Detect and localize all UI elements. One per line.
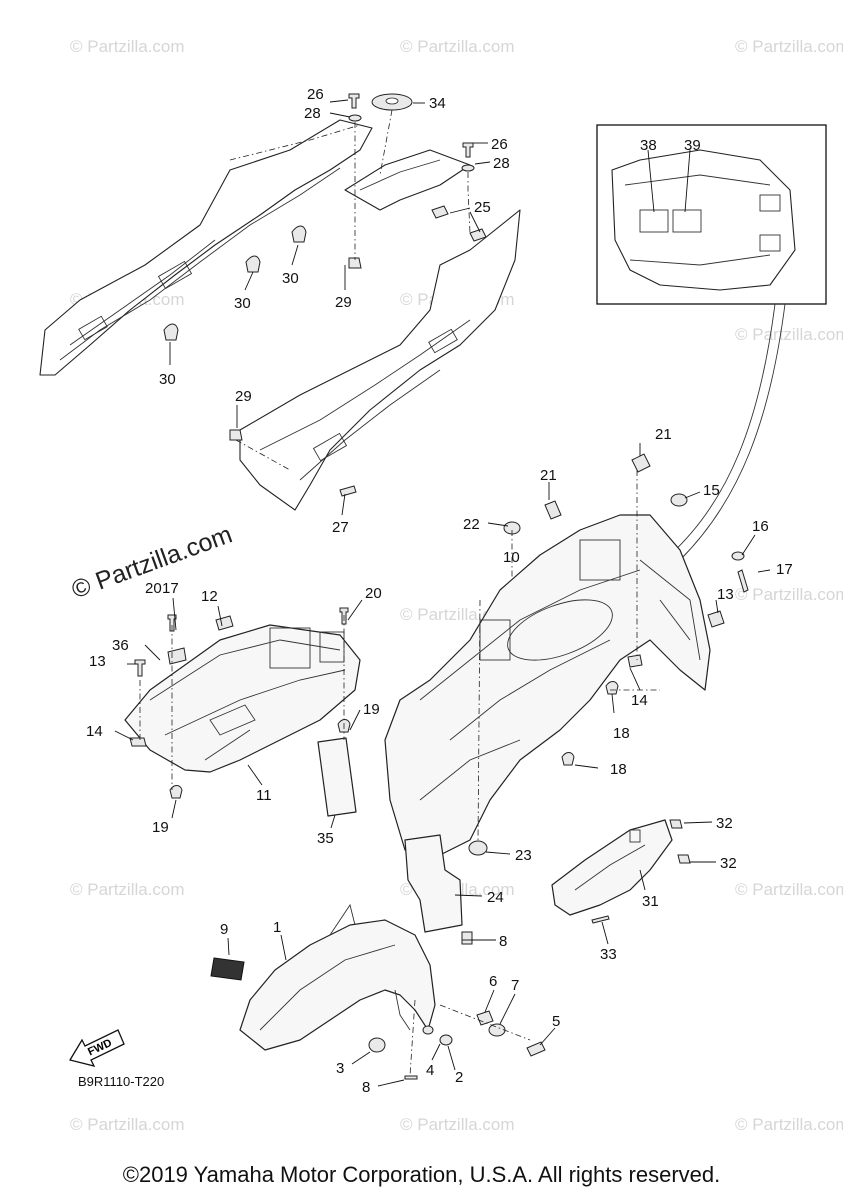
watermark: © Partzilla.com [735,880,843,899]
part-9-label [210,957,245,981]
inset-connector-line [679,303,786,561]
callout-7: 7 [511,977,519,994]
detail-inset [596,124,827,305]
watermark: © Partzilla.com [735,585,843,604]
callout-28: 28 [304,105,321,122]
callout-14: 14 [631,692,648,709]
callout-31: 31 [642,893,659,910]
callout-8: 8 [362,1079,370,1096]
callout-9: 9 [220,921,228,938]
watermark: © Partzilla.com [400,1115,515,1134]
part-35-pad [317,737,357,817]
callout-11: 11 [256,787,272,804]
left-seat-cowl [39,119,373,376]
callout-18: 18 [610,761,627,778]
callout-17: 17 [162,580,179,597]
small-fasteners-lower [129,453,749,1080]
part-1-front-fender [239,903,436,1051]
callout-39: 39 [684,137,701,154]
copyright-notice: ©2019 Yamaha Motor Corporation, U.S.A. A… [122,1162,721,1187]
callout-30: 30 [159,371,176,388]
watermark: © Partzilla.com [400,37,515,56]
watermark: © Partzilla.com [70,37,185,56]
callout-13: 13 [89,653,106,670]
callout-32: 32 [720,855,737,872]
callout-4: 4 [426,1062,434,1079]
watermark: © Partzilla.com [735,37,843,56]
callout-12: 12 [201,588,218,605]
callout-28: 28 [493,155,510,172]
diagram-code: B9R1110-T220 [78,1074,165,1089]
part-10-rear-fender [384,514,711,861]
callout-24: 24 [487,889,504,906]
upper-fasteners [163,93,487,497]
watermark: © Partzilla.com [70,880,185,899]
callout-19: 19 [363,701,380,718]
callout-21: 21 [655,426,672,443]
callout-5: 5 [552,1013,560,1030]
callout-labels: 26 28 34 26 28 25 29 30 30 30 29 27 38 3… [86,86,793,1096]
callout-16: 16 [752,518,769,535]
callout-6: 6 [489,973,497,990]
callout-38: 38 [640,137,657,154]
seat-bracket [344,149,471,211]
callout-34: 34 [429,95,446,112]
callout-29: 29 [235,388,252,405]
callout-10: 10 [503,549,520,566]
callout-leaders [114,99,771,1087]
part-11-battery-box [124,624,361,773]
callout-25: 25 [474,199,491,216]
callout-23: 23 [515,847,532,864]
callout-19: 19 [152,819,169,836]
callout-36: 36 [112,637,129,654]
callout-20: 20 [365,585,382,602]
watermark: © Partzilla.com [735,1115,843,1134]
callout-27: 27 [332,519,349,536]
callout-8: 8 [499,933,507,950]
callout-32: 32 [716,815,733,832]
callout-35: 35 [317,830,334,847]
callout-26: 26 [307,86,324,103]
callout-2: 2 [455,1069,463,1086]
upper-leader-lines [235,109,471,471]
part-34 [371,93,413,111]
callout-30: 30 [234,295,251,312]
part-31-tail-cover [551,819,673,916]
watermark: © Partzilla.com [735,325,843,344]
callout-1: 1 [273,919,281,936]
callout-20: 20 [145,580,162,597]
lower-leader-lines [139,470,660,1077]
callout-15: 15 [703,482,720,499]
callout-26: 26 [491,136,508,153]
callout-13: 13 [717,586,734,603]
inset-connector-line [669,303,776,556]
right-seat-cowl [239,209,521,511]
callout-22: 22 [463,516,480,533]
callout-30: 30 [282,270,299,287]
callout-14: 14 [86,723,103,740]
callout-29: 29 [335,294,352,311]
callout-18: 18 [613,725,630,742]
callout-21: 21 [540,467,557,484]
part-24-flap [404,834,463,933]
callout-33: 33 [600,946,617,963]
fwd-arrow-icon: FWD [68,1029,125,1067]
watermark: © Partzilla.com [70,1115,185,1134]
callout-3: 3 [336,1060,344,1077]
callout-17: 17 [776,561,793,578]
